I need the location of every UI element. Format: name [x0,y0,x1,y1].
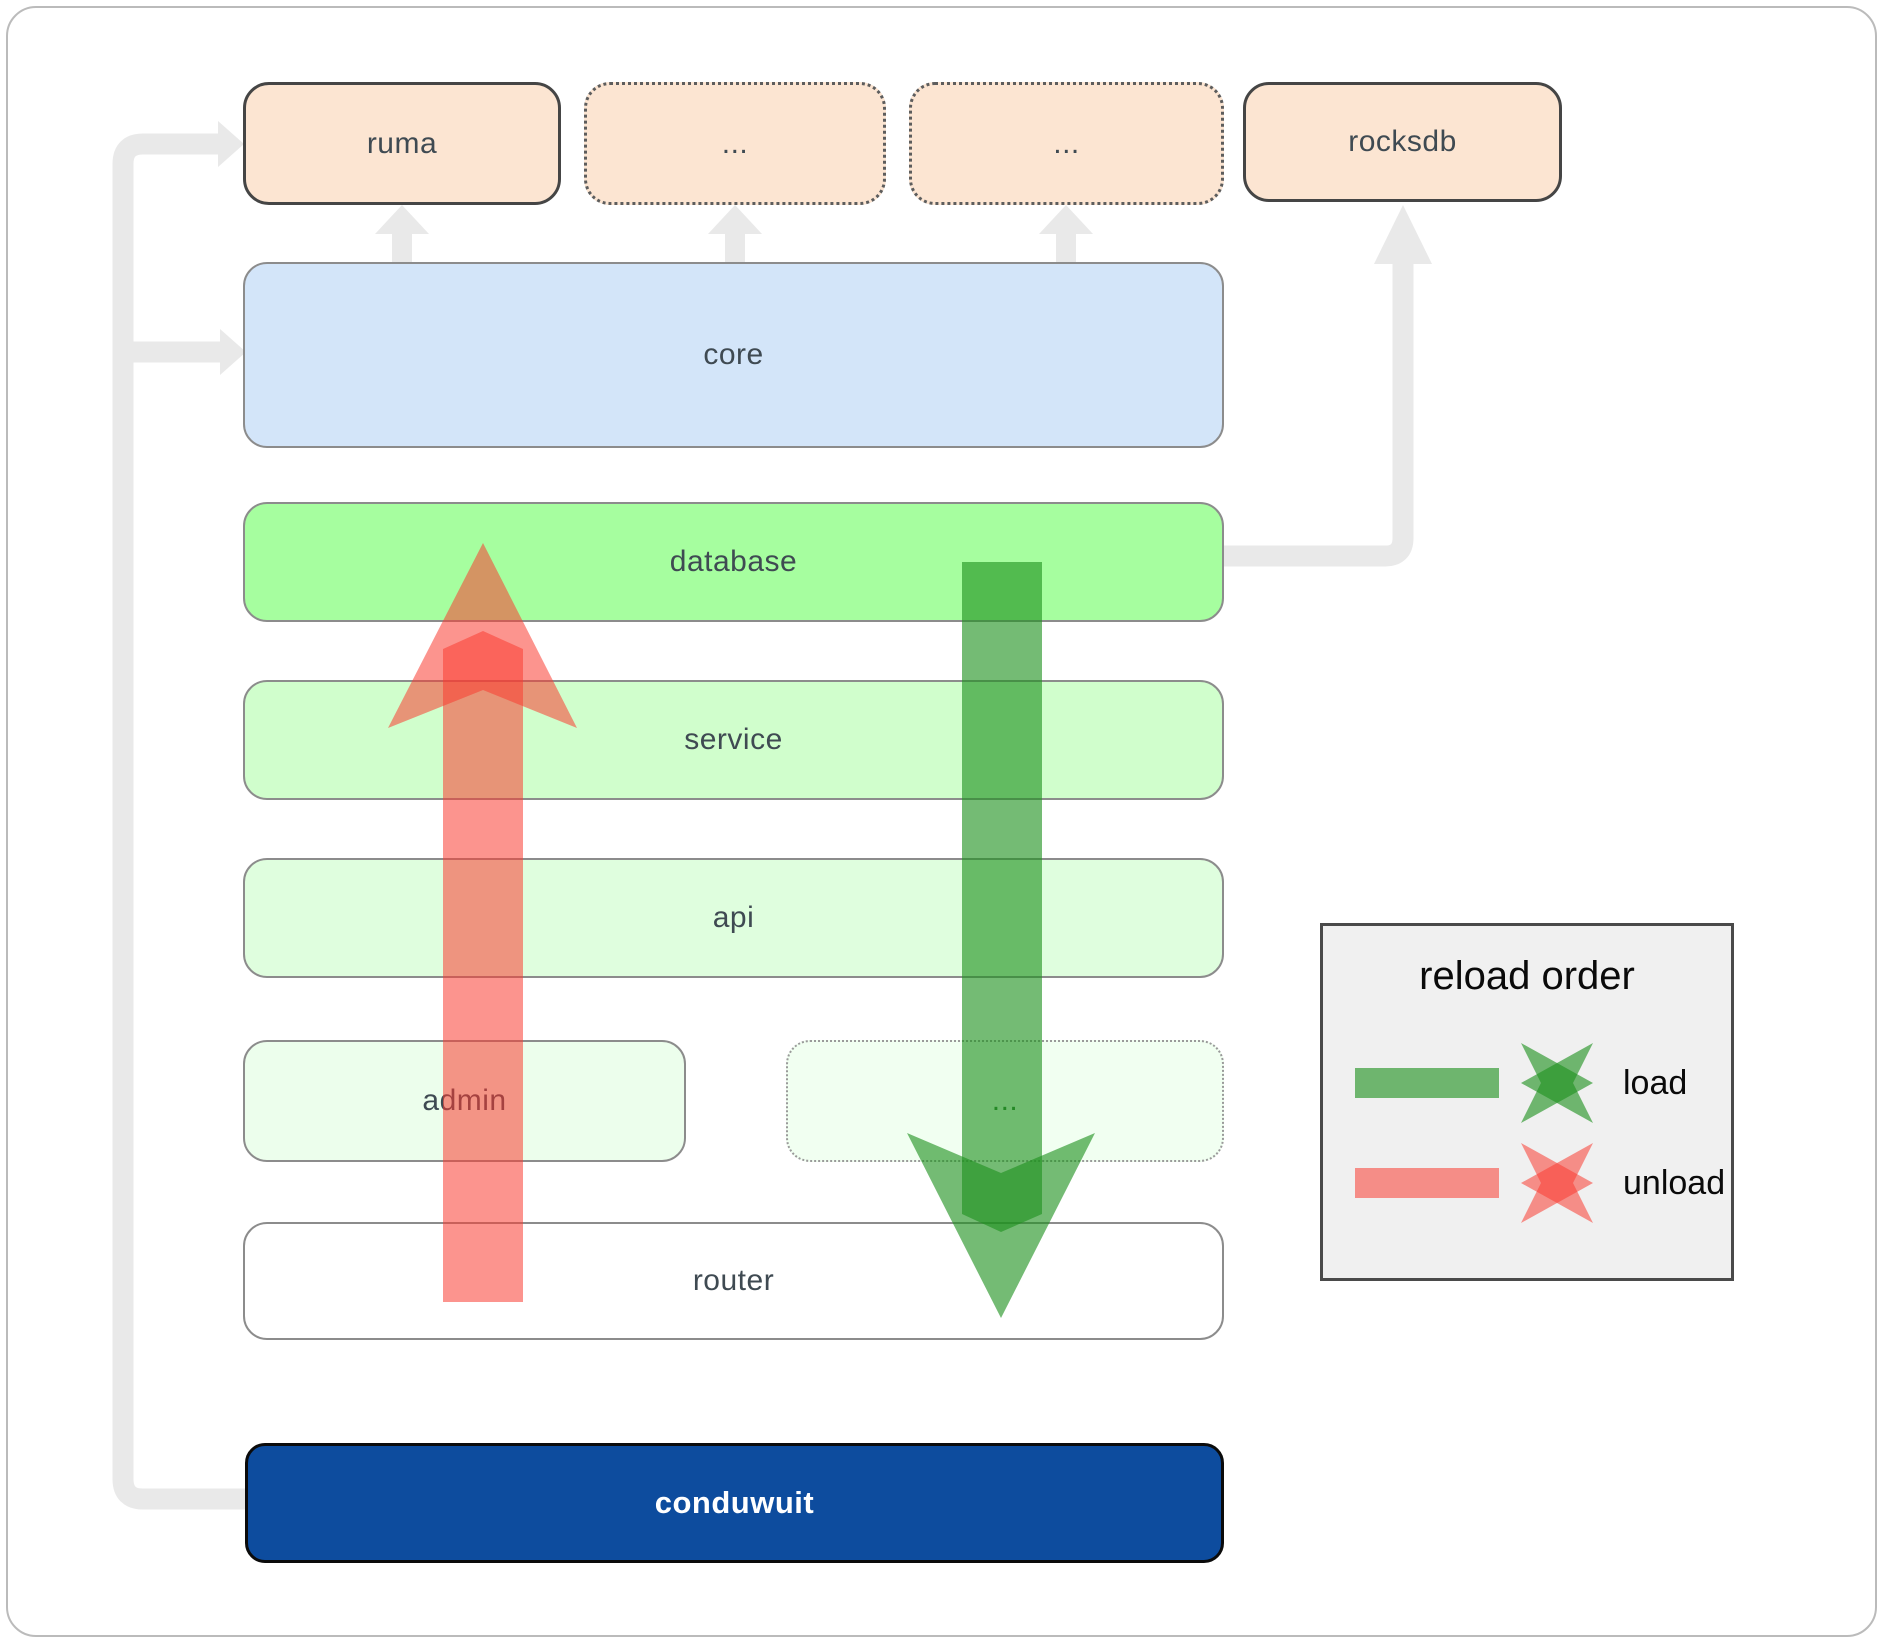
unload-arrow-icon [1355,1143,1593,1223]
box-ellipsis-mid: ... [786,1040,1224,1162]
box-database: database [243,502,1224,622]
box-service: service [243,680,1224,800]
box-service-label: service [684,723,783,756]
box-api: api [243,858,1224,978]
load-arrow-icon [1355,1043,1593,1123]
box-admin: admin [243,1040,686,1162]
box-ruma-label: ruma [366,126,438,160]
box-router-label: router [692,1264,775,1297]
box-ellipsis-top-1-label: ... [721,126,749,160]
box-core-label: core [703,338,764,371]
box-api-label: api [712,901,755,934]
legend-reload-order: reload order load unload [1320,923,1734,1281]
box-ruma: ruma [243,82,561,205]
box-rocksdb: rocksdb [1243,82,1562,202]
legend-item-load: load [1353,1038,1713,1128]
box-conduwuit-label: conduwuit [654,1485,815,1520]
box-conduwuit: conduwuit [245,1443,1224,1563]
legend-title: reload order [1419,954,1635,998]
box-rocksdb-label: rocksdb [1348,125,1457,158]
legend-unload-label: unload [1623,1163,1726,1202]
diagram-outer-frame [6,6,1877,1637]
box-router: router [243,1222,1224,1340]
box-database-label: database [669,545,798,578]
box-admin-label: admin [422,1084,507,1117]
box-ellipsis-top-2-label: ... [1053,126,1080,160]
box-core: core [243,262,1224,448]
legend-load-label: load [1623,1063,1688,1102]
legend-item-unload: unload [1353,1138,1725,1228]
box-ellipsis-top-2: ... [909,82,1224,205]
box-ellipsis-mid-label: ... [991,1084,1019,1117]
box-ellipsis-top-1: ... [584,82,886,205]
